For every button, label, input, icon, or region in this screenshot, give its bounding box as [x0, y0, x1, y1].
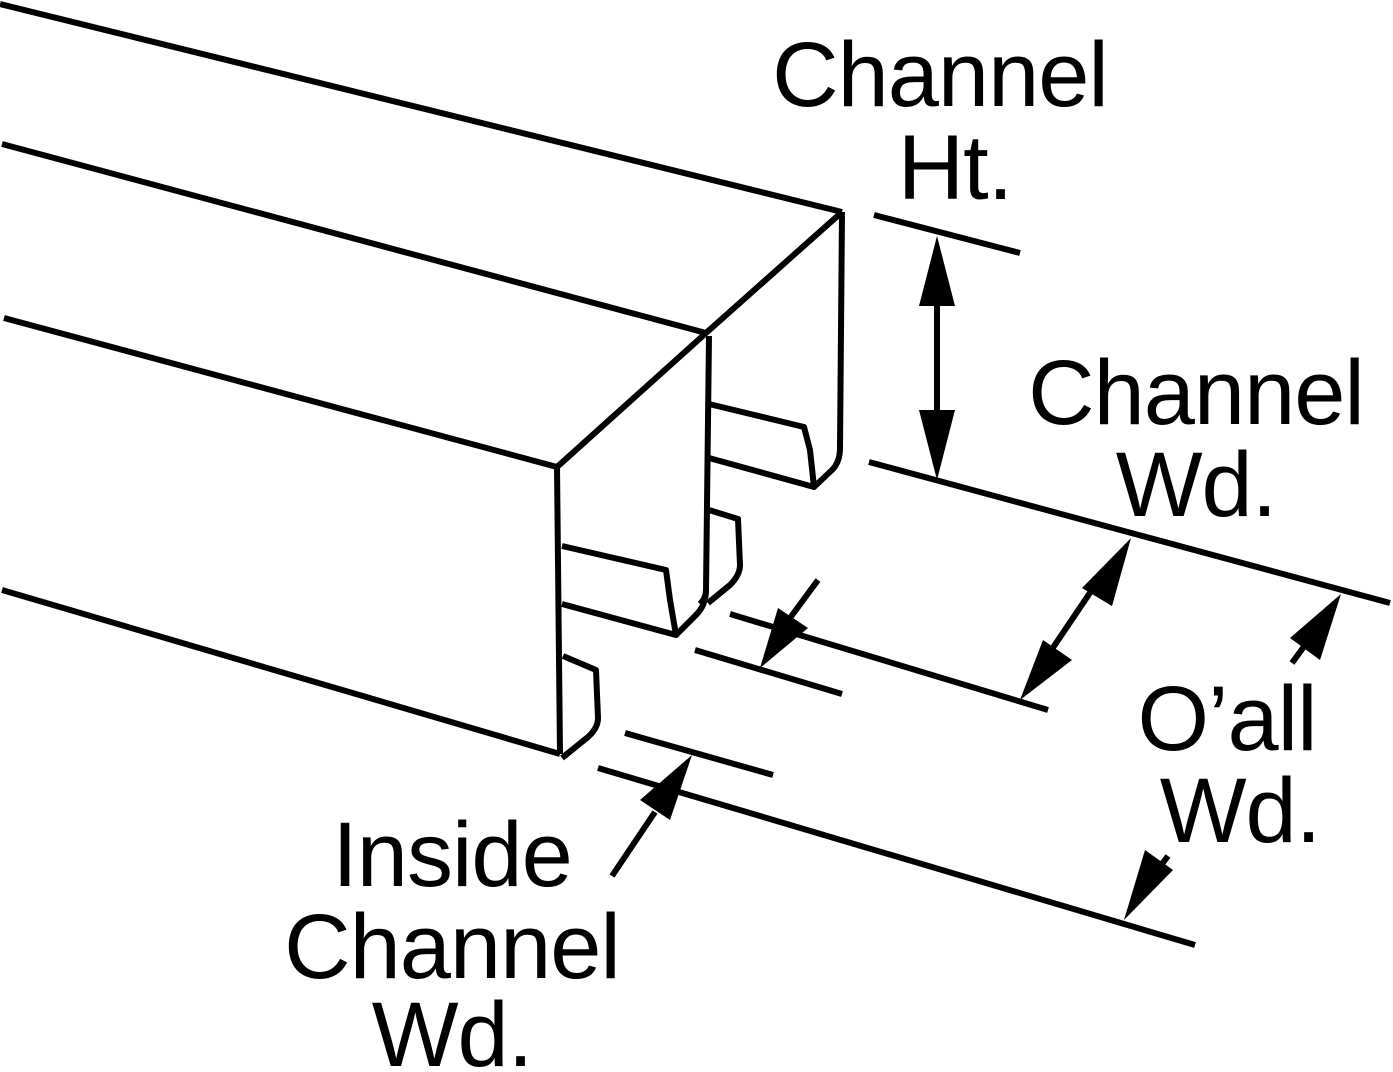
mid-edge [3, 315, 558, 470]
channel-body [0, 1, 845, 757]
label-channel-width-line1: Channel [1028, 342, 1364, 444]
label-channel-height-line2: Ht. [898, 117, 1013, 219]
label-channel-height: Channel Ht. [772, 24, 1109, 219]
middle-slot-return [706, 507, 743, 606]
right-outer-vertical [811, 211, 845, 490]
label-overall-width: O’all Wd. [1137, 668, 1321, 862]
ext-channel-ht-top [873, 212, 1021, 256]
upper-slot [708, 401, 817, 490]
inner-vertical [697, 335, 712, 607]
ext-inside-lower [624, 730, 774, 778]
label-channel-width-line2: Wd. [1116, 434, 1277, 536]
overall-width-arrow [1124, 594, 1341, 920]
top-face-diagonal-back [704, 209, 844, 336]
top-back-edge [0, 1, 843, 215]
inside-width-arrow [609, 578, 821, 878]
lower-slot-return [560, 653, 601, 761]
channel-height-arrow [919, 236, 955, 480]
ext-channel-wd-top [868, 459, 1391, 606]
ext-inside-upper [694, 647, 843, 697]
label-inside-channel-width-line1: Inside [332, 804, 572, 906]
front-vertical-edge [554, 466, 563, 755]
ext-overall-bottom [597, 765, 1196, 948]
label-channel-width: Channel Wd. [1028, 342, 1365, 536]
label-inside-channel-width-line2: Channel [284, 896, 620, 998]
label-overall-width-line2: Wd. [1160, 760, 1321, 862]
middle-slot [561, 543, 709, 638]
label-inside-channel-width-line3: Wd. [372, 984, 533, 1072]
top-face-diagonal-front [554, 330, 709, 470]
label-overall-width-line1: O’all [1137, 668, 1316, 770]
top-front-edge [1, 141, 707, 336]
label-channel-height-line1: Channel [772, 24, 1108, 126]
channel-width-arrow [1020, 538, 1131, 700]
bottom-edge [1, 587, 561, 757]
label-inside-channel-width: Inside Channel Wd. [284, 804, 621, 1072]
